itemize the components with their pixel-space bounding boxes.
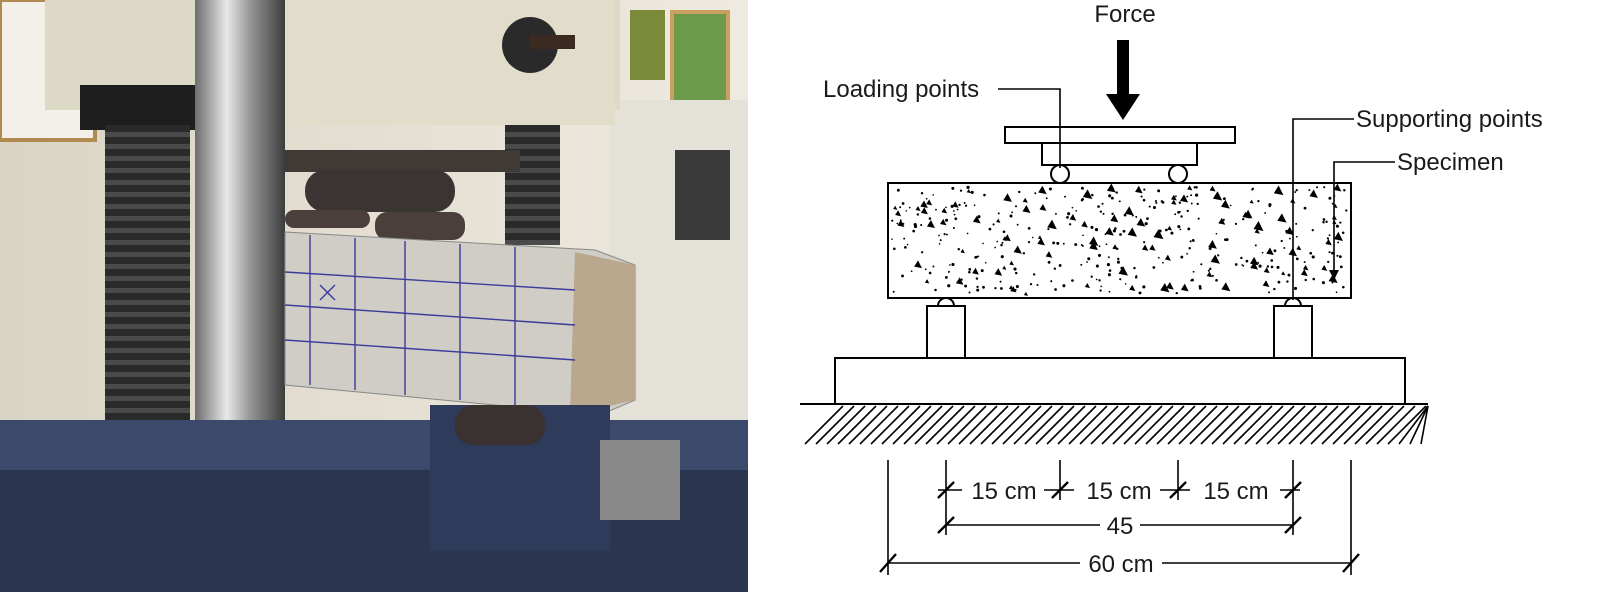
loading-roller-left [285,210,370,228]
dimension-seg-3: 15 cm [1203,478,1268,505]
loading-points-leader [998,88,1061,168]
force-label: Force [1094,1,1155,28]
loading-plate [1004,126,1236,144]
wall-frame-1 [630,10,665,80]
beam-end-face [570,252,635,415]
base-plate [834,357,1406,405]
supporting-points-leader [1292,118,1354,300]
knob-handle [530,35,575,49]
support-roller [455,405,545,445]
dimension-span: 45 [1107,513,1134,540]
wall-frame-2 [670,10,730,109]
dimension-seg-1: 15 cm [971,478,1036,505]
force-arrow-head [1106,94,1140,120]
dimension-total-tick-right [1342,553,1360,573]
dimension-extension-lines [887,460,1352,575]
stool-mat [600,440,680,520]
beam-grid-lines [284,235,576,405]
force-arrow-shaft [1117,40,1129,95]
left-screw-collar [80,85,195,130]
specimen-leader-arrow [1329,270,1339,280]
ground-hatching [804,405,1429,445]
test-setup-diagram: Force Loading points Supporting points S… [800,1,1543,578]
specimen-leader [1333,161,1395,272]
right-threaded-column [505,125,560,245]
testing-machine-photo [0,0,748,592]
support-block-left [926,305,966,359]
loading-point-right [1168,164,1188,184]
control-panel-display [675,150,730,240]
specimen-label: Specimen [1397,149,1504,176]
dimension-total: 60 cm [1088,551,1153,578]
load-platen [280,150,520,172]
dimension-span-tick-left [937,516,955,534]
loading-roller-top [305,170,455,212]
loading-points-label: Loading points [823,76,979,103]
aggregate-texture [891,183,1348,296]
dimension-total-tick-left [879,553,897,573]
upper-housing [285,0,615,125]
dimension-span-tick-right [1284,516,1302,534]
support-block-right [1273,305,1313,359]
dimension-ticks-row1 [937,481,1302,499]
dimension-seg-2: 15 cm [1086,478,1151,505]
loading-frame [1041,142,1198,166]
loading-roller-right [375,212,465,240]
supporting-points-label: Supporting points [1356,106,1543,133]
